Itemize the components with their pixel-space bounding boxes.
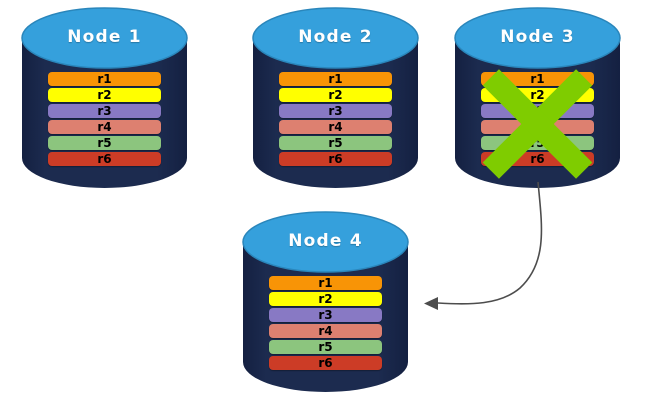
cylinder-top: [454, 7, 621, 69]
data-row[interactable]: r1: [279, 72, 392, 86]
data-row[interactable]: r4: [279, 120, 392, 134]
cylinder-shape: [21, 7, 188, 188]
data-row[interactable]: r4: [481, 120, 594, 134]
data-row[interactable]: r4: [48, 120, 161, 134]
data-row[interactable]: r5: [279, 136, 392, 150]
data-row[interactable]: r6: [481, 152, 594, 166]
data-row[interactable]: r2: [481, 88, 594, 102]
data-row[interactable]: r6: [48, 152, 161, 166]
data-row[interactable]: r3: [269, 308, 382, 322]
data-row[interactable]: r5: [481, 136, 594, 150]
cylinder-shape: [252, 7, 419, 188]
cylinder-top: [21, 7, 188, 69]
data-row[interactable]: r2: [48, 88, 161, 102]
cylinder-shape: [454, 7, 621, 188]
data-row[interactable]: r6: [279, 152, 392, 166]
data-row[interactable]: r3: [48, 104, 161, 118]
data-row[interactable]: r1: [481, 72, 594, 86]
data-row[interactable]: r1: [48, 72, 161, 86]
cylinder-shape: [242, 211, 409, 392]
data-row[interactable]: r5: [48, 136, 161, 150]
data-row[interactable]: r3: [481, 104, 594, 118]
data-row[interactable]: r2: [279, 88, 392, 102]
data-row[interactable]: r4: [269, 324, 382, 338]
data-row[interactable]: r1: [269, 276, 382, 290]
cylinder-top: [242, 211, 409, 273]
data-row[interactable]: r5: [269, 340, 382, 354]
data-row[interactable]: r2: [269, 292, 382, 306]
cylinder-top: [252, 7, 419, 69]
data-row[interactable]: r3: [279, 104, 392, 118]
data-row[interactable]: r6: [269, 356, 382, 370]
